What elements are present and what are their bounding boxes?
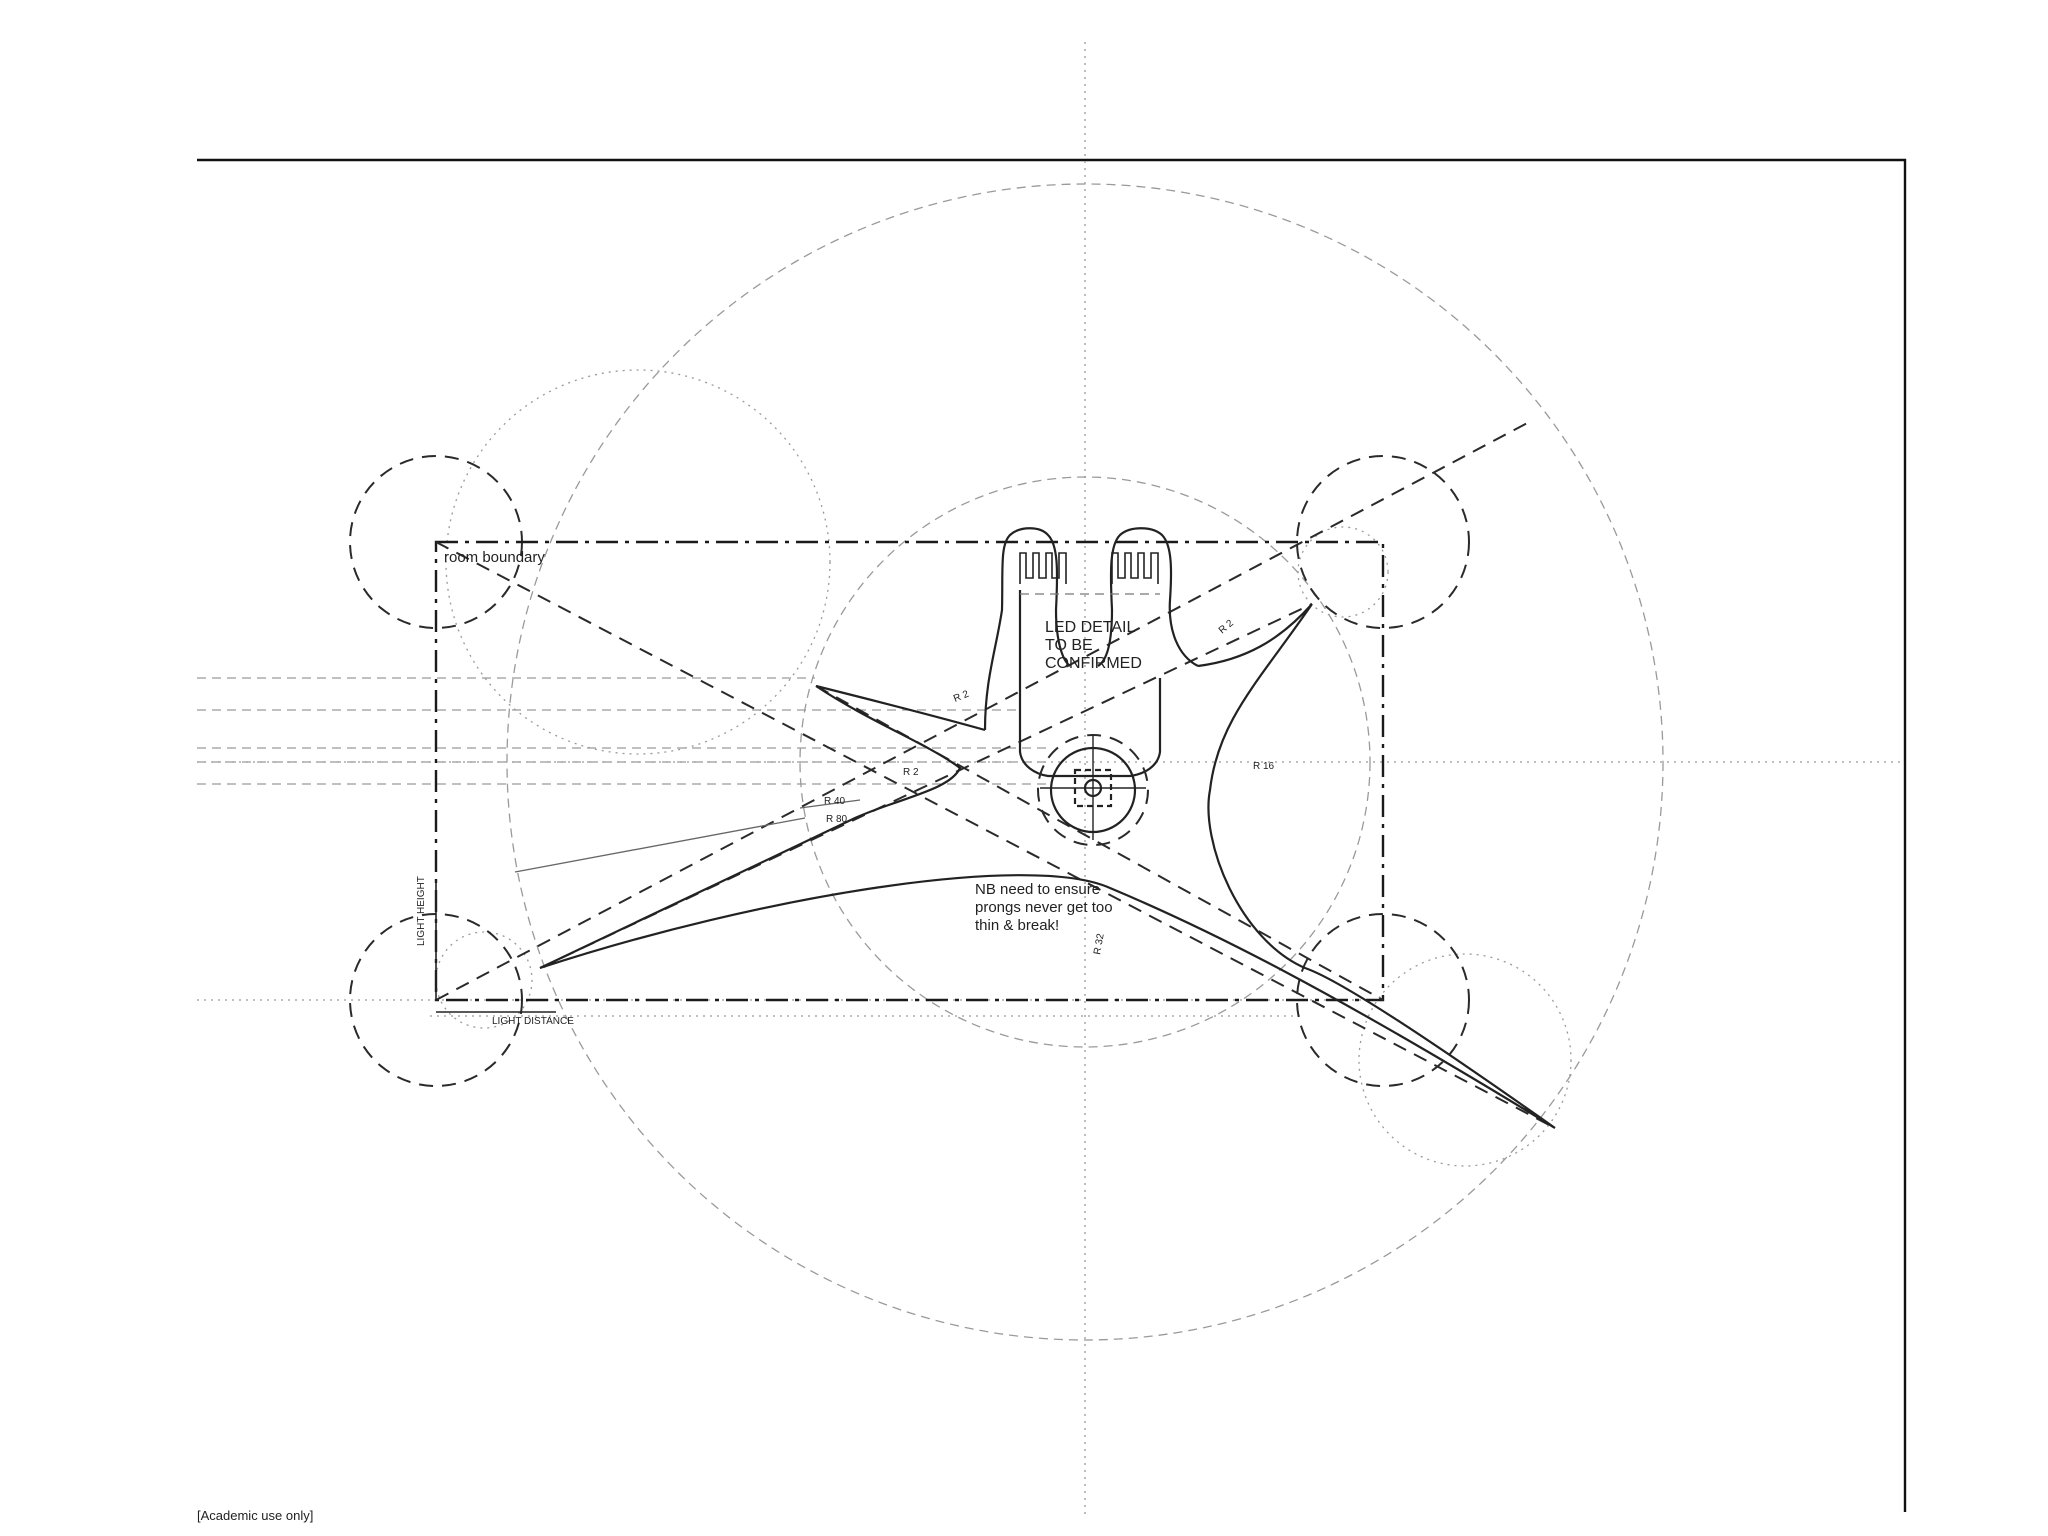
medium-construction-circle: [799, 476, 1371, 1048]
footer-note: [Academic use only]: [197, 1508, 314, 1523]
lower-left-small-circle: [435, 931, 533, 1029]
large-construction-circle: [506, 183, 1664, 1341]
led-detail-line-3: CONFIRMED: [1045, 655, 1142, 672]
nb-note-line-2: prongs never get too: [975, 899, 1113, 916]
led-housing-outline: [983, 527, 1199, 731]
r2-label-left: R 2: [952, 689, 971, 705]
corner-circle-top-right: [1296, 455, 1470, 629]
room-boundary-rect: [434, 540, 1385, 1002]
led-fins-left: [1019, 552, 1067, 584]
r40-label: R 40: [824, 796, 846, 807]
corner-circle-bottom-right: [1296, 913, 1470, 1087]
light-distance-label: LIGHT DISTANCE: [492, 1016, 574, 1027]
led-fins-right: [1111, 552, 1159, 584]
r32-label: R 32: [1092, 932, 1107, 955]
light-height-label: LIGHT HEIGHT: [416, 876, 427, 946]
r2-label-right: R 2: [1217, 618, 1236, 637]
upper-right-small-circle: [1297, 526, 1389, 618]
led-detail-line-1: LED DETAIL: [1045, 619, 1136, 636]
diagonal-axis-1: [435, 541, 1556, 1129]
r40-leader: [799, 799, 861, 809]
upper-left-construction-circle: [445, 369, 831, 755]
led-detail-line-2: TO BE: [1045, 637, 1093, 654]
r16-label: R 16: [1253, 761, 1275, 772]
nb-note-line-3: thin & break!: [975, 917, 1059, 934]
star-prong-outline: [539, 603, 1556, 1129]
nb-note-line-1: NB need to ensure: [975, 881, 1100, 898]
r80-leader: [514, 817, 806, 873]
sheet-frame: [197, 158, 1907, 1512]
r80-label: R 80: [826, 814, 848, 825]
r2-label-centre: R 2: [903, 767, 919, 778]
diagonal-axis-3: [815, 685, 1384, 1001]
lower-right-construction-circle: [1358, 953, 1572, 1167]
room-boundary-label: room boundary: [444, 549, 545, 566]
led-body: [1018, 590, 1162, 778]
